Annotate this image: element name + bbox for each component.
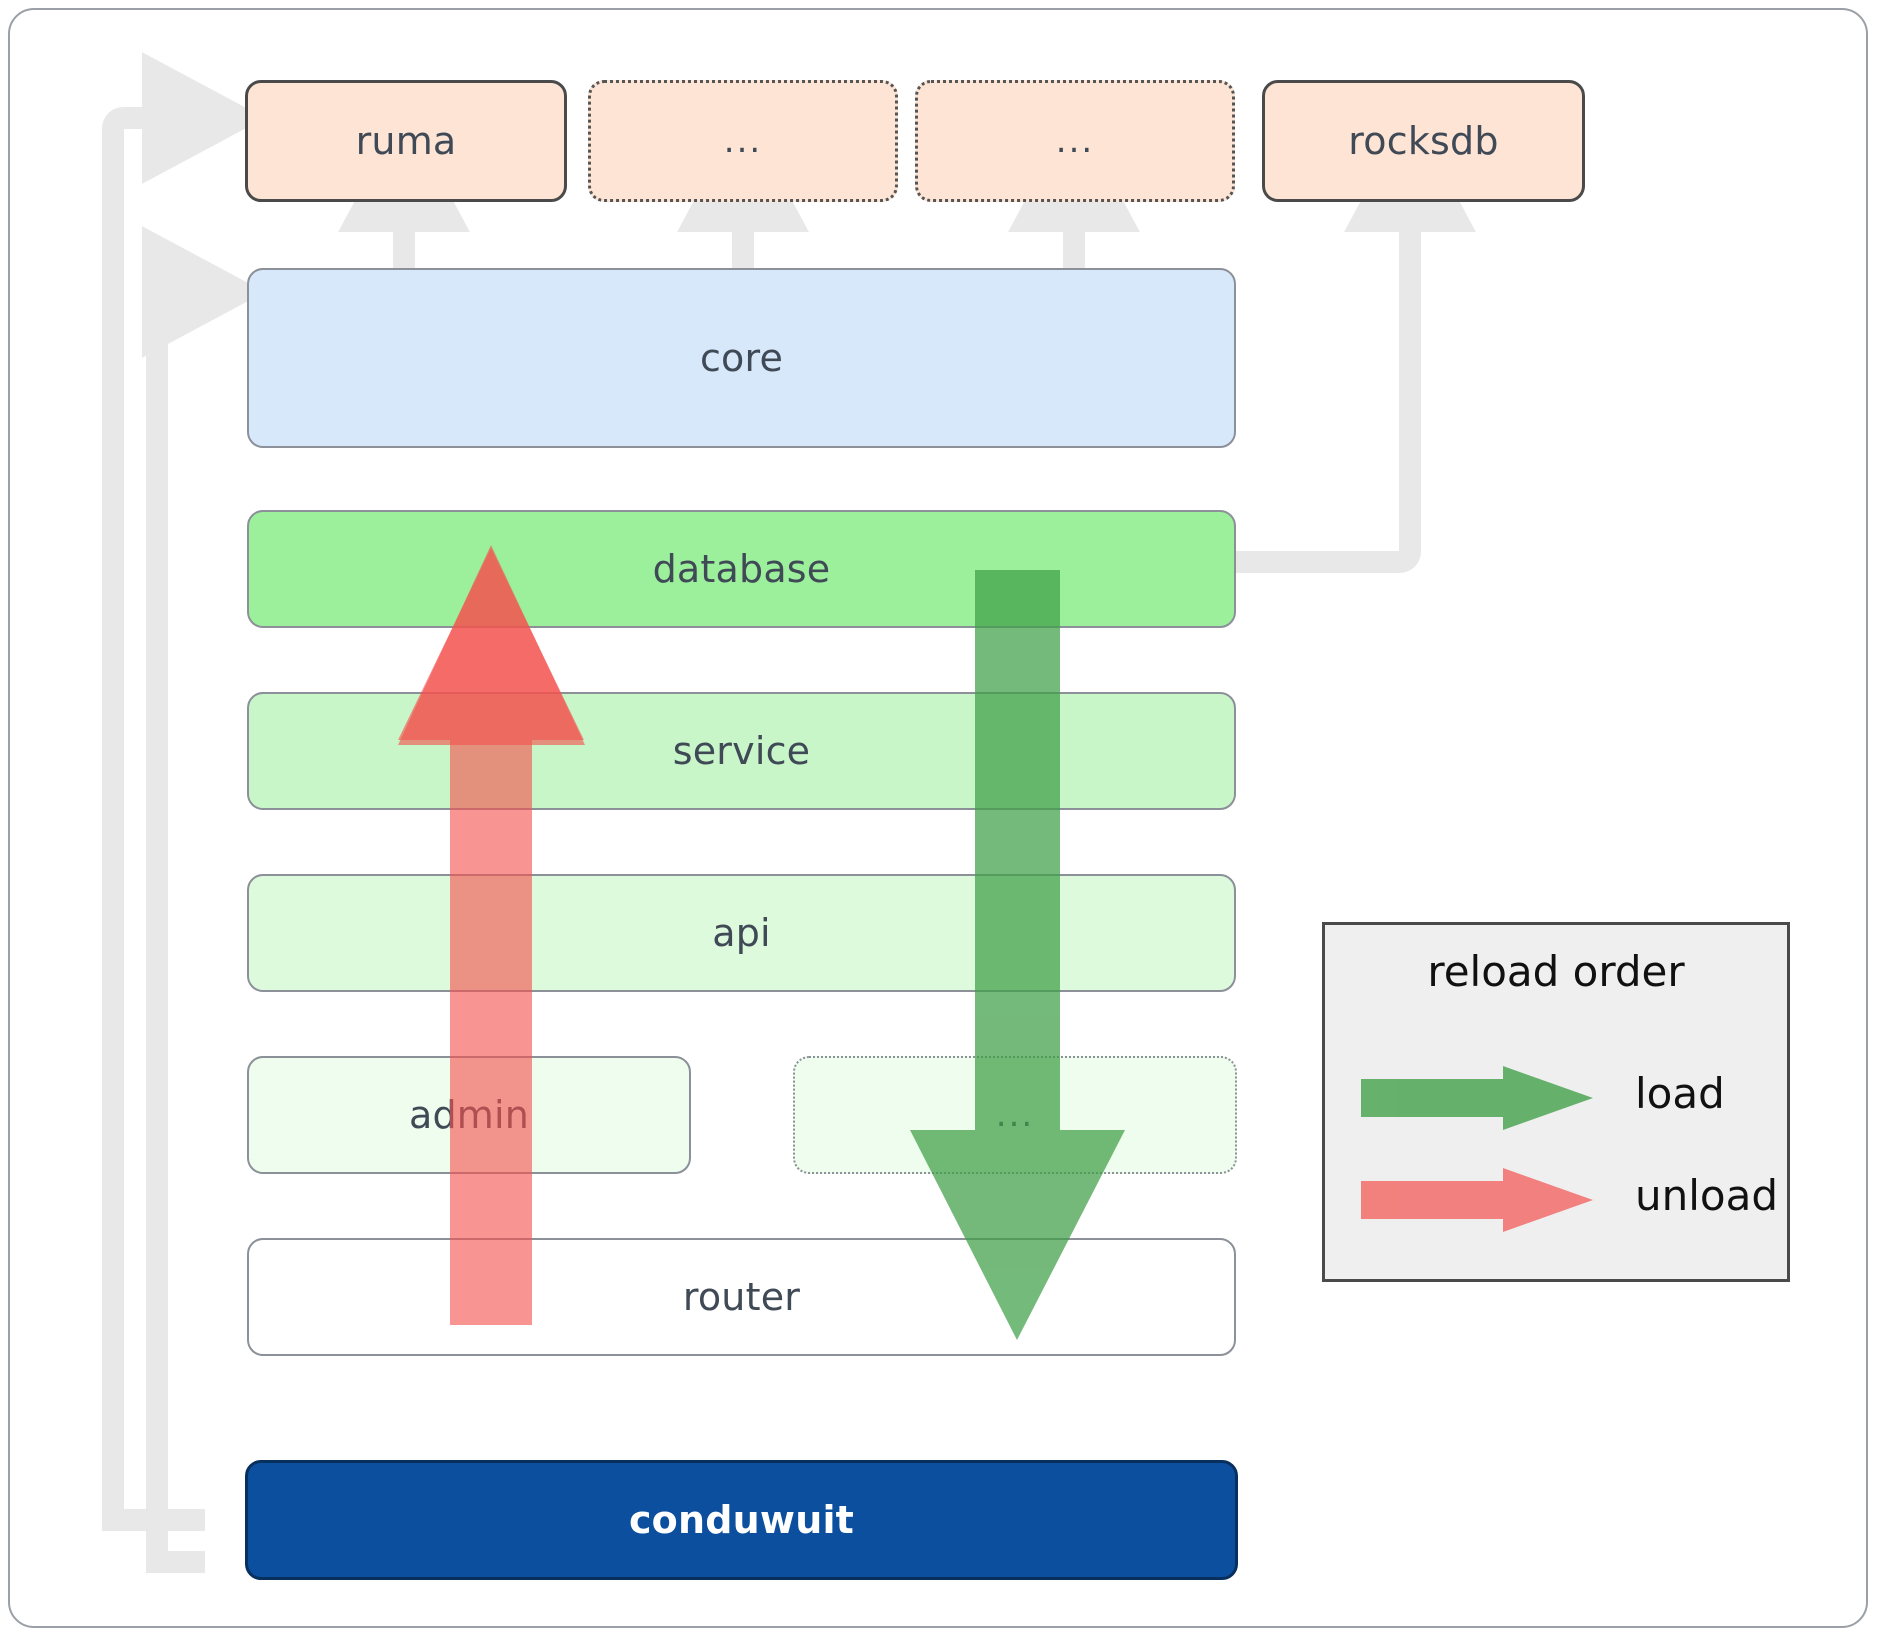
node-top-ellipsis-2-label: ... [1055,121,1095,161]
node-rocksdb-label: rocksdb [1348,119,1499,163]
node-api[interactable]: api [247,874,1236,992]
node-service[interactable]: service [247,692,1236,810]
node-top-ellipsis-2[interactable]: ... [915,80,1235,202]
node-rocksdb[interactable]: rocksdb [1262,80,1585,202]
node-core-label: core [699,336,784,380]
legend-row-unload: unload [1325,1155,1787,1245]
node-split-ellipsis[interactable]: ... [793,1056,1237,1174]
node-api-label: api [712,911,771,955]
node-top-ellipsis-1[interactable]: ... [588,80,898,202]
legend-unload-arrow-icon [1361,1168,1593,1232]
legend-box: reload order load unload [1322,922,1790,1282]
node-ruma[interactable]: ruma [245,80,567,202]
node-admin[interactable]: admin [247,1056,691,1174]
legend-load-arrow-icon [1361,1066,1593,1130]
node-router[interactable]: router [247,1238,1236,1356]
diagram-frame [8,8,1868,1628]
node-ruma-label: ruma [355,119,457,163]
node-conduwuit[interactable]: conduwuit [245,1460,1238,1580]
legend-row-load: load [1325,1053,1787,1143]
node-conduwuit-label: conduwuit [628,1498,855,1542]
node-service-label: service [672,729,811,773]
node-split-ellipsis-label: ... [995,1095,1035,1135]
legend-unload-label: unload [1635,1171,1779,1220]
legend-title: reload order [1427,947,1685,996]
node-core[interactable]: core [247,268,1236,448]
node-top-ellipsis-1-label: ... [723,121,763,161]
node-router-label: router [682,1275,801,1319]
node-admin-label: admin [408,1093,530,1137]
node-database-label: database [652,547,831,591]
legend-load-label: load [1635,1069,1725,1118]
node-database[interactable]: database [247,510,1236,628]
